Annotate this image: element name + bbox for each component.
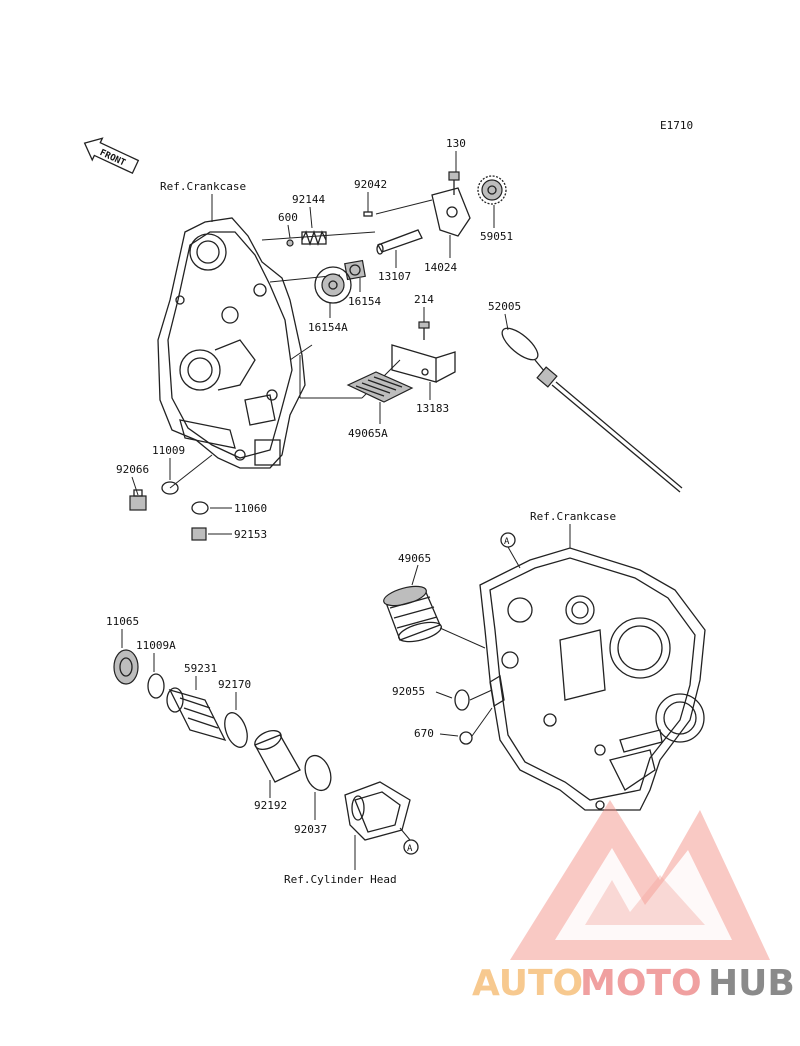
- label-92042: 92042: [354, 178, 387, 191]
- clamp-92170: [224, 712, 248, 748]
- label-600: 600: [278, 211, 298, 224]
- hose-59231: [166, 687, 227, 742]
- label-92066: 92066: [116, 463, 149, 476]
- bearing-11065: [113, 649, 139, 685]
- label-52005: 52005: [488, 300, 521, 313]
- label-49065A: 49065A: [348, 427, 388, 440]
- ref-crankcase-right: Ref.Crankcase: [530, 510, 616, 523]
- crankcase-right: [479, 547, 706, 811]
- label-16154A: 16154A: [308, 321, 348, 334]
- dipstick-52005: [501, 327, 683, 493]
- elbow-fitting: [344, 781, 411, 841]
- label-11009: 11009: [152, 444, 185, 457]
- rotor-16154: [344, 259, 366, 281]
- label-59051: 59051: [480, 230, 513, 243]
- screen-49065A: [346, 371, 414, 403]
- label-11060: 11060: [234, 502, 267, 515]
- label-92037: 92037: [294, 823, 327, 836]
- plate-14024: [431, 187, 471, 237]
- automotohub-logo: [510, 800, 770, 960]
- plug-92066: [129, 489, 147, 511]
- label-11065: 11065: [106, 615, 139, 628]
- automotohub-wordmark: AUTO MOTO HUB: [472, 963, 795, 1004]
- ref-cylinder-head: Ref.Cylinder Head: [284, 873, 397, 886]
- label-59231: 59231: [184, 662, 217, 675]
- figure-code: E1710: [660, 119, 693, 132]
- watermark-auto: AUTO: [472, 963, 583, 1004]
- callout-a-bottom-letter: A: [407, 844, 413, 854]
- rotor-16154A: [314, 266, 352, 304]
- spring-92144: [301, 229, 327, 247]
- pipe-92192: [254, 729, 301, 783]
- callout-a-bottom: [403, 839, 419, 855]
- label-92144: 92144: [292, 193, 325, 206]
- plate-13183: [391, 344, 456, 383]
- screw-214: [418, 321, 430, 340]
- label-13107: 13107: [378, 270, 411, 283]
- watermark-moto: MOTO: [580, 963, 702, 1004]
- label-11009A: 11009A: [136, 639, 176, 652]
- label-92055: 92055: [392, 685, 425, 698]
- oring-670: [459, 731, 473, 745]
- pin-92042: [363, 211, 373, 217]
- oil-filter-49065: [383, 585, 443, 643]
- bolt-130: [448, 171, 460, 195]
- callout-a-top-letter: A: [504, 537, 510, 547]
- label-214: 214: [414, 293, 434, 306]
- oring-92055: [454, 689, 470, 711]
- label-13183: 13183: [416, 402, 449, 415]
- washer-11009: [161, 481, 179, 495]
- label-49065: 49065: [398, 552, 431, 565]
- label-92192: 92192: [254, 799, 287, 812]
- ball-600: [286, 239, 294, 247]
- clamp-92037: [304, 754, 332, 792]
- gear-59051: [477, 175, 507, 205]
- shaft-13107: [376, 229, 423, 255]
- crankcase-cover-left: [157, 217, 306, 469]
- front-arrow-icon: FRONT: [83, 137, 140, 175]
- watermark-hub: HUB: [708, 963, 795, 1004]
- label-92170: 92170: [218, 678, 251, 691]
- label-670: 670: [414, 727, 434, 740]
- label-16154: 16154: [348, 295, 381, 308]
- gasket-11009A: [147, 673, 165, 699]
- label-92153: 92153: [234, 528, 267, 541]
- plug-92153: [191, 527, 207, 541]
- ref-crankcase-top: Ref.Crankcase: [160, 180, 246, 193]
- label-14024: 14024: [424, 261, 457, 274]
- gasket-11060: [191, 501, 209, 515]
- label-130: 130: [446, 137, 466, 150]
